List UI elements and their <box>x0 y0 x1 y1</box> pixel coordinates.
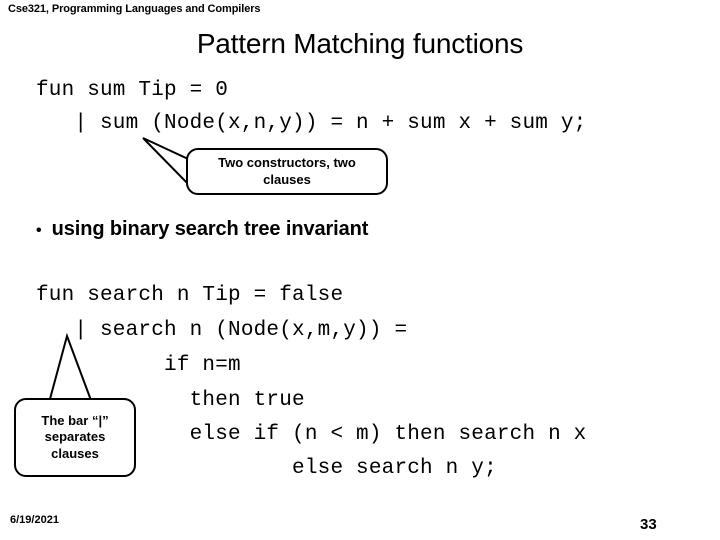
callout-bar-separates-text: The bar “|” separates clauses <box>41 413 109 461</box>
code-line-sum-node: | sum (Node(x,n,y)) = n + sum x + sum y; <box>36 112 587 135</box>
slide-header: Cse321, Programming Languages and Compil… <box>8 3 261 15</box>
callout-two-constructors-text: Two constructors, two clauses <box>218 155 356 187</box>
footer-page-number: 33 <box>640 516 657 533</box>
code-line-else-search: else search n y; <box>36 457 497 480</box>
code-line-search-node: | search n (Node(x,m,y)) = <box>36 319 408 342</box>
callout-bar-separates: The bar “|” separates clauses <box>14 398 136 477</box>
code-line-search-tip: fun search n Tip = false <box>36 284 344 307</box>
bullet-item: • using binary search tree invariant <box>36 218 368 241</box>
code-line-if: if n=m <box>36 354 241 377</box>
page-title: Pattern Matching functions <box>196 28 524 59</box>
code-line-sum-tip: fun sum Tip = 0 <box>36 79 229 102</box>
callout-two-constructors: Two constructors, two clauses <box>186 148 388 195</box>
bullet-item-label: using binary search tree invariant <box>51 218 369 240</box>
footer-date: 6/19/2021 <box>10 514 59 526</box>
code-line-then-true: then true <box>36 389 305 412</box>
code-line-else-if: else if (n < m) then search n x <box>36 423 587 446</box>
bullet-marker-icon: • <box>36 222 42 239</box>
